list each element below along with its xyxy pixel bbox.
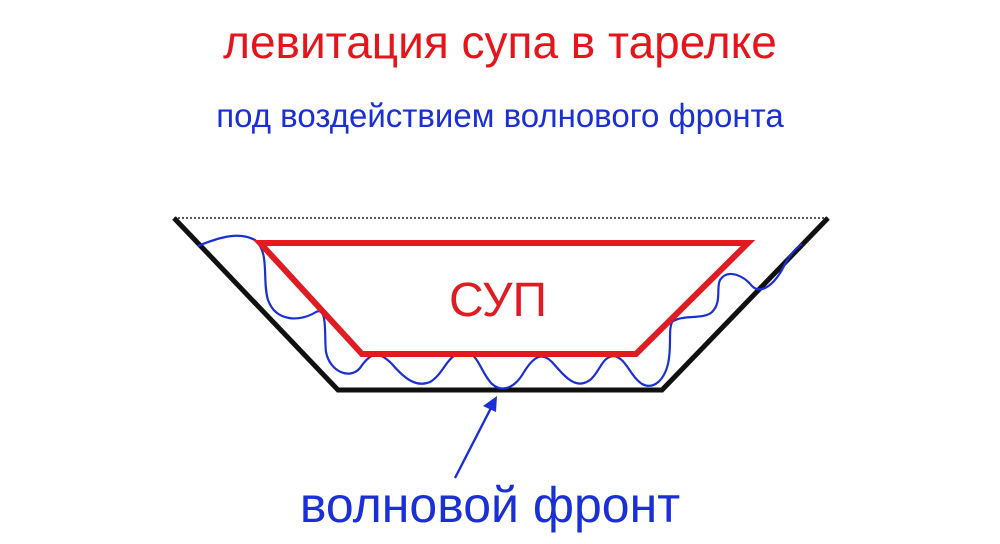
arrow-up-right-icon xyxy=(453,396,497,479)
soup-outline xyxy=(253,240,756,357)
soup-label: СУП xyxy=(449,274,547,327)
diagram-title: левитация супа в тарелке xyxy=(223,16,777,68)
wavefront-caption: волновой фронт xyxy=(299,477,681,533)
plate-outline xyxy=(172,216,830,393)
diagram-subtitle: под воздействием волнового фронта xyxy=(216,97,784,134)
